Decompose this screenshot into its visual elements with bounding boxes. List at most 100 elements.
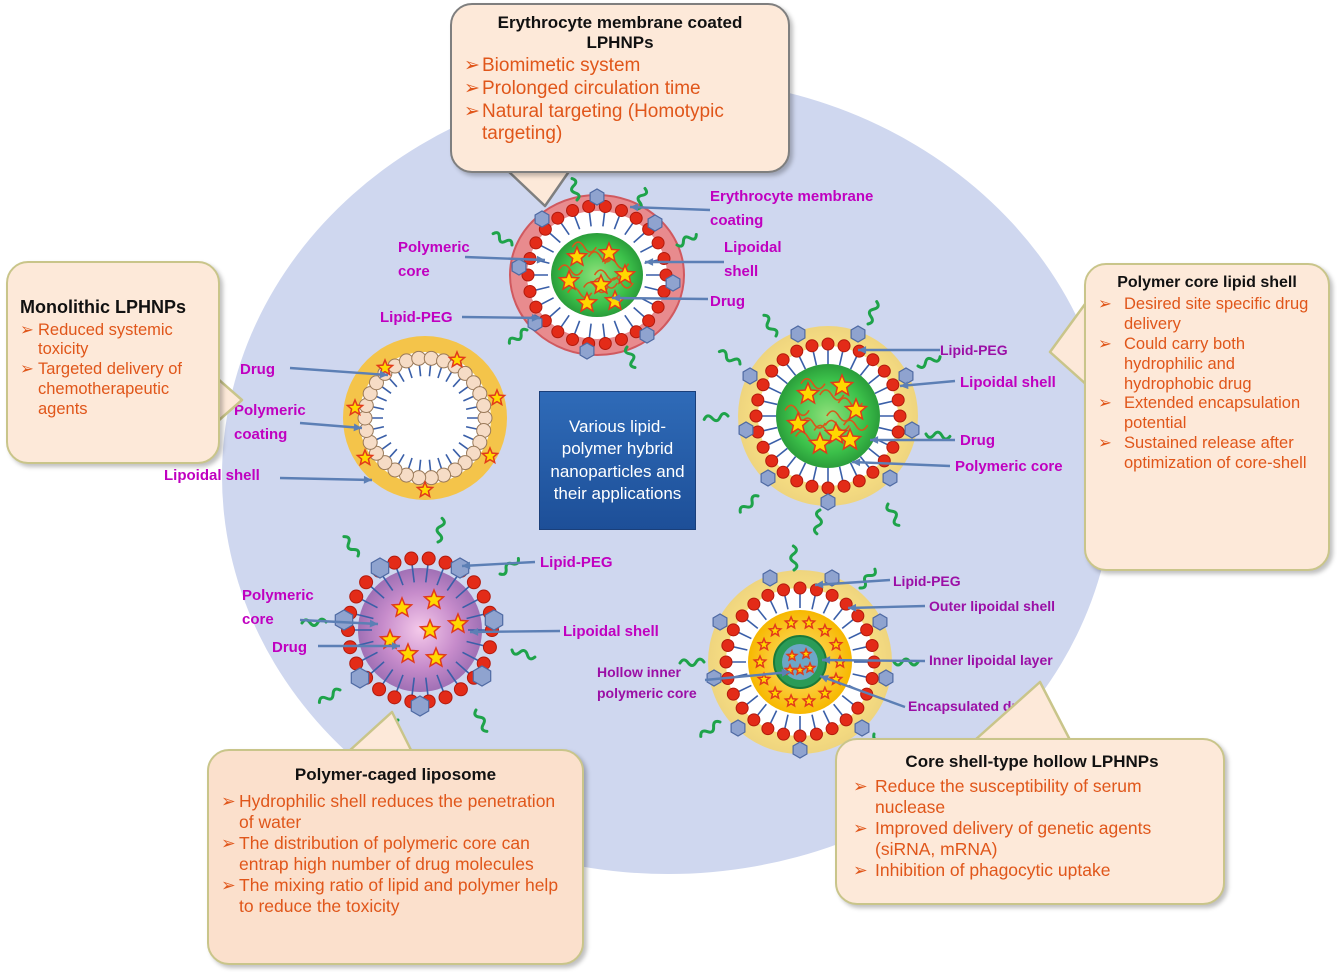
lipid-head <box>756 440 770 454</box>
lipid-head <box>776 353 790 367</box>
lipid-head <box>761 588 775 602</box>
peg-chain <box>570 177 581 202</box>
lipid-head <box>411 470 427 486</box>
peg-chain <box>491 231 514 247</box>
callout-caged-title: Polymer-caged liposome <box>294 765 497 784</box>
callout-caged-list: Hydrophilic shell reduces the penetratio… <box>221 791 570 917</box>
peg-chain <box>717 349 742 366</box>
drug-star <box>829 373 855 397</box>
lipid-head <box>368 375 384 391</box>
callout-hollow: Core shell-type hollow LPHNPs Reduce the… <box>835 738 1225 905</box>
drug-star <box>597 241 621 263</box>
label-arrow <box>469 629 561 634</box>
lipid-head <box>851 701 865 715</box>
peg-chain <box>435 516 446 544</box>
lipid-head <box>765 364 779 378</box>
lipid-head <box>529 300 543 314</box>
drug-star <box>828 636 844 652</box>
callout-hollow-list: Reduce the susceptibility of serum nucle… <box>853 776 1211 881</box>
callout-caged: Polymer-caged liposome Hydrophilic shell… <box>207 749 584 965</box>
lipid-head <box>886 378 900 392</box>
lipid-head <box>721 639 735 653</box>
drug-star <box>613 263 637 285</box>
polymer-hexagon <box>334 609 354 631</box>
lipid-head <box>614 203 628 217</box>
drug-star <box>565 245 589 267</box>
polymer-chain <box>784 404 810 417</box>
lipid-head <box>719 655 733 669</box>
drug-star <box>756 636 772 652</box>
callout-monolithic-list: Reduced systemic toxicity Targeted deliv… <box>20 321 206 420</box>
lipid-head <box>349 589 364 604</box>
peg-chain <box>510 648 537 661</box>
label-arrow-head <box>900 381 909 390</box>
polymer-hexagon <box>639 326 655 344</box>
drug-star <box>575 291 599 313</box>
lipid-head <box>466 445 482 461</box>
label-hollow-encapsulated: Encapsulated drug <box>908 698 1034 714</box>
label-ery-lipid-peg: Lipid-PEG <box>380 309 453 326</box>
lipid-head <box>457 365 473 381</box>
drug-star <box>480 446 500 465</box>
label-arrows <box>279 203 956 709</box>
label-ery-core-1: Polymeric <box>398 239 470 256</box>
lipid-head <box>761 722 775 736</box>
lipid-head <box>423 350 439 366</box>
polymer-hexagon <box>647 214 663 232</box>
hollow-lphnp-particle <box>678 544 920 759</box>
polymer-hexagon <box>742 367 758 385</box>
peg-chain <box>885 502 901 527</box>
label-arrow <box>299 618 379 626</box>
drug-star <box>756 671 772 686</box>
label-ery-lipoidal-1: Lipoidal <box>724 239 782 256</box>
drug-star <box>557 269 581 291</box>
polymer-hexagon <box>665 274 681 292</box>
lipid-head <box>642 314 656 328</box>
drug-star <box>589 273 613 295</box>
drug-star <box>801 615 817 630</box>
peg-chain <box>812 508 823 536</box>
label-ery-core-2: core <box>398 263 430 280</box>
lipid-head <box>726 623 740 637</box>
label-ery-membrane-1: Erythrocyte membrane <box>710 188 873 205</box>
label-core-lipid-peg: Lipid-PEG <box>940 342 1008 358</box>
callout-monolithic-title: Monolithic LPHNPs <box>20 297 186 317</box>
lipid-head <box>436 467 452 483</box>
polymer-hexagon <box>534 210 550 228</box>
label-ery-lipoidal-2: shell <box>724 263 758 280</box>
lipid-head <box>893 409 907 423</box>
polymer-core-lipid-shell-particle <box>702 300 952 536</box>
label-arrow <box>289 366 389 377</box>
callout-caged-item: The mixing ratio of lipid and polymer he… <box>221 875 570 917</box>
lipid-head <box>877 454 891 468</box>
peg-chain <box>892 657 920 667</box>
lipid-head <box>453 682 468 697</box>
lipid-head <box>751 393 765 407</box>
label-arrow-head <box>822 656 831 664</box>
lipid-head <box>821 481 835 495</box>
polymer-chain <box>571 241 597 253</box>
lipid-head <box>866 353 880 367</box>
peg-chain <box>699 719 722 738</box>
label-ery-membrane-2: coating <box>710 212 763 229</box>
label-arrow <box>819 674 906 709</box>
lipid-head <box>551 325 565 339</box>
polymer-hexagon <box>484 609 504 631</box>
lipid-head <box>551 211 565 225</box>
lipid-head <box>765 454 779 468</box>
polymer-chain <box>843 419 869 431</box>
lipid-head <box>837 339 851 353</box>
polymer-hexagon <box>872 613 888 631</box>
callout-hollow-title: Core shell-type hollow LPHNPs <box>905 752 1159 771</box>
polymer-hexagon <box>898 367 914 385</box>
label-arrow <box>461 315 541 320</box>
lipid-head <box>529 236 543 250</box>
callout-erythrocyte-list: Biomimetic system Prolonged circulation … <box>464 55 776 146</box>
polymer-hexagon <box>738 421 754 439</box>
drug-star <box>801 693 817 708</box>
polymer-hexagon <box>579 342 595 360</box>
lipid-head <box>523 285 537 299</box>
label-arrow-head <box>858 346 867 354</box>
lipid-head <box>866 465 880 479</box>
lipid-head <box>790 474 804 488</box>
